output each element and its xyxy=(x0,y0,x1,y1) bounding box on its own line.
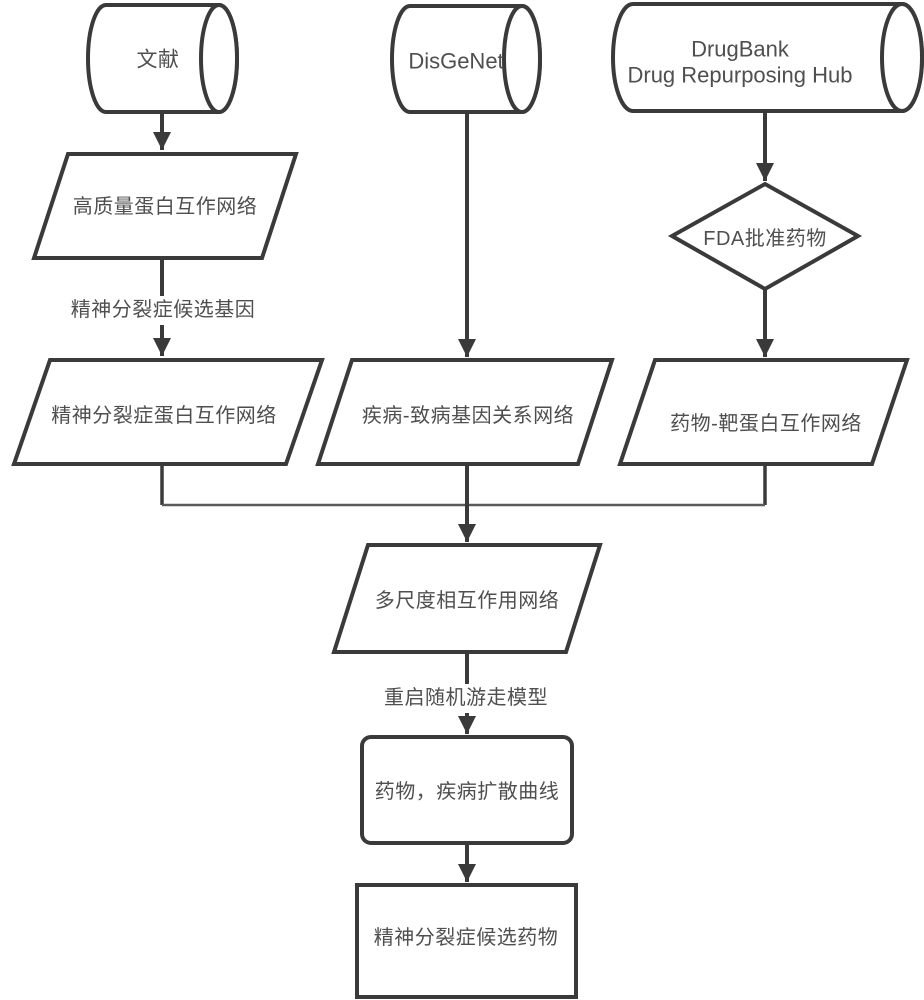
parallelogram xyxy=(315,358,615,466)
label-background xyxy=(66,296,262,325)
edges xyxy=(153,111,774,882)
node-literature-db: 文献 xyxy=(86,3,239,114)
diamond xyxy=(667,181,863,292)
node-label-scz-protein-network: 精神分裂症蛋白互作网络 xyxy=(51,404,277,427)
parallelogram xyxy=(11,358,325,466)
node-disgenet-db: DisGeNet xyxy=(390,4,542,114)
node-label-drugbank-line1: DrugBank xyxy=(691,37,790,62)
node-candidate-drugs: 精神分裂症候选药物 xyxy=(355,883,578,999)
merge-bus xyxy=(160,464,767,507)
cylinder-cap xyxy=(199,3,239,114)
node-label-diffusion-profile: 药物，疾病扩散曲线 xyxy=(375,780,560,803)
node-scz-protein-network: 精神分裂症蛋白互作网络 xyxy=(11,358,325,466)
rectangle xyxy=(355,883,578,999)
parallelogram xyxy=(331,543,603,654)
cylinder-cap xyxy=(880,2,924,113)
parallelogram xyxy=(617,358,910,466)
node-label-drugbank-line2: Drug Repurposing Hub xyxy=(627,63,852,88)
node-drugbank-db: DrugBank Drug Repurposing Hub xyxy=(611,1,924,113)
parallelogram xyxy=(31,152,299,260)
node-drug-target-network: 药物-靶蛋白互作网络 xyxy=(617,358,910,466)
node-label-drug-target-network: 药物-靶蛋白互作网络 xyxy=(670,412,862,435)
edge-label-candidate-genes-text: 精神分裂症候选基因 xyxy=(71,298,256,321)
edge-label-random-walk-text: 重启随机游走模型 xyxy=(384,686,548,709)
node-label-hq-protein-network: 高质量蛋白互作网络 xyxy=(73,195,258,218)
label-background xyxy=(380,684,554,713)
node-label-literature: 文献 xyxy=(137,49,180,72)
node-diffusion-profile: 药物，疾病扩散曲线 xyxy=(360,735,574,845)
node-label-multiscale-network: 多尺度相互作用网络 xyxy=(375,589,560,612)
node-hq-protein-network: 高质量蛋白互作网络 xyxy=(31,152,299,260)
node-multiscale-network: 多尺度相互作用网络 xyxy=(331,543,603,654)
node-disease-gene-network: 疾病-致病基因关系网络 xyxy=(315,358,615,466)
node-fda-approved-drugs: FDA批准药物 xyxy=(667,181,863,292)
edge-label-candidate-genes: 精神分裂症候选基因 xyxy=(66,296,262,325)
node-label-fda: FDA批准药物 xyxy=(703,227,827,250)
cylinder-cap xyxy=(502,4,542,114)
node-label-candidate-drugs: 精神分裂症候选药物 xyxy=(374,926,559,949)
edge-label-random-walk: 重启随机游走模型 xyxy=(380,684,554,713)
rounded-rectangle xyxy=(360,735,574,845)
node-label-disgenet: DisGeNet xyxy=(408,49,503,74)
node-label-disease-gene-network: 疾病-致病基因关系网络 xyxy=(362,404,574,427)
